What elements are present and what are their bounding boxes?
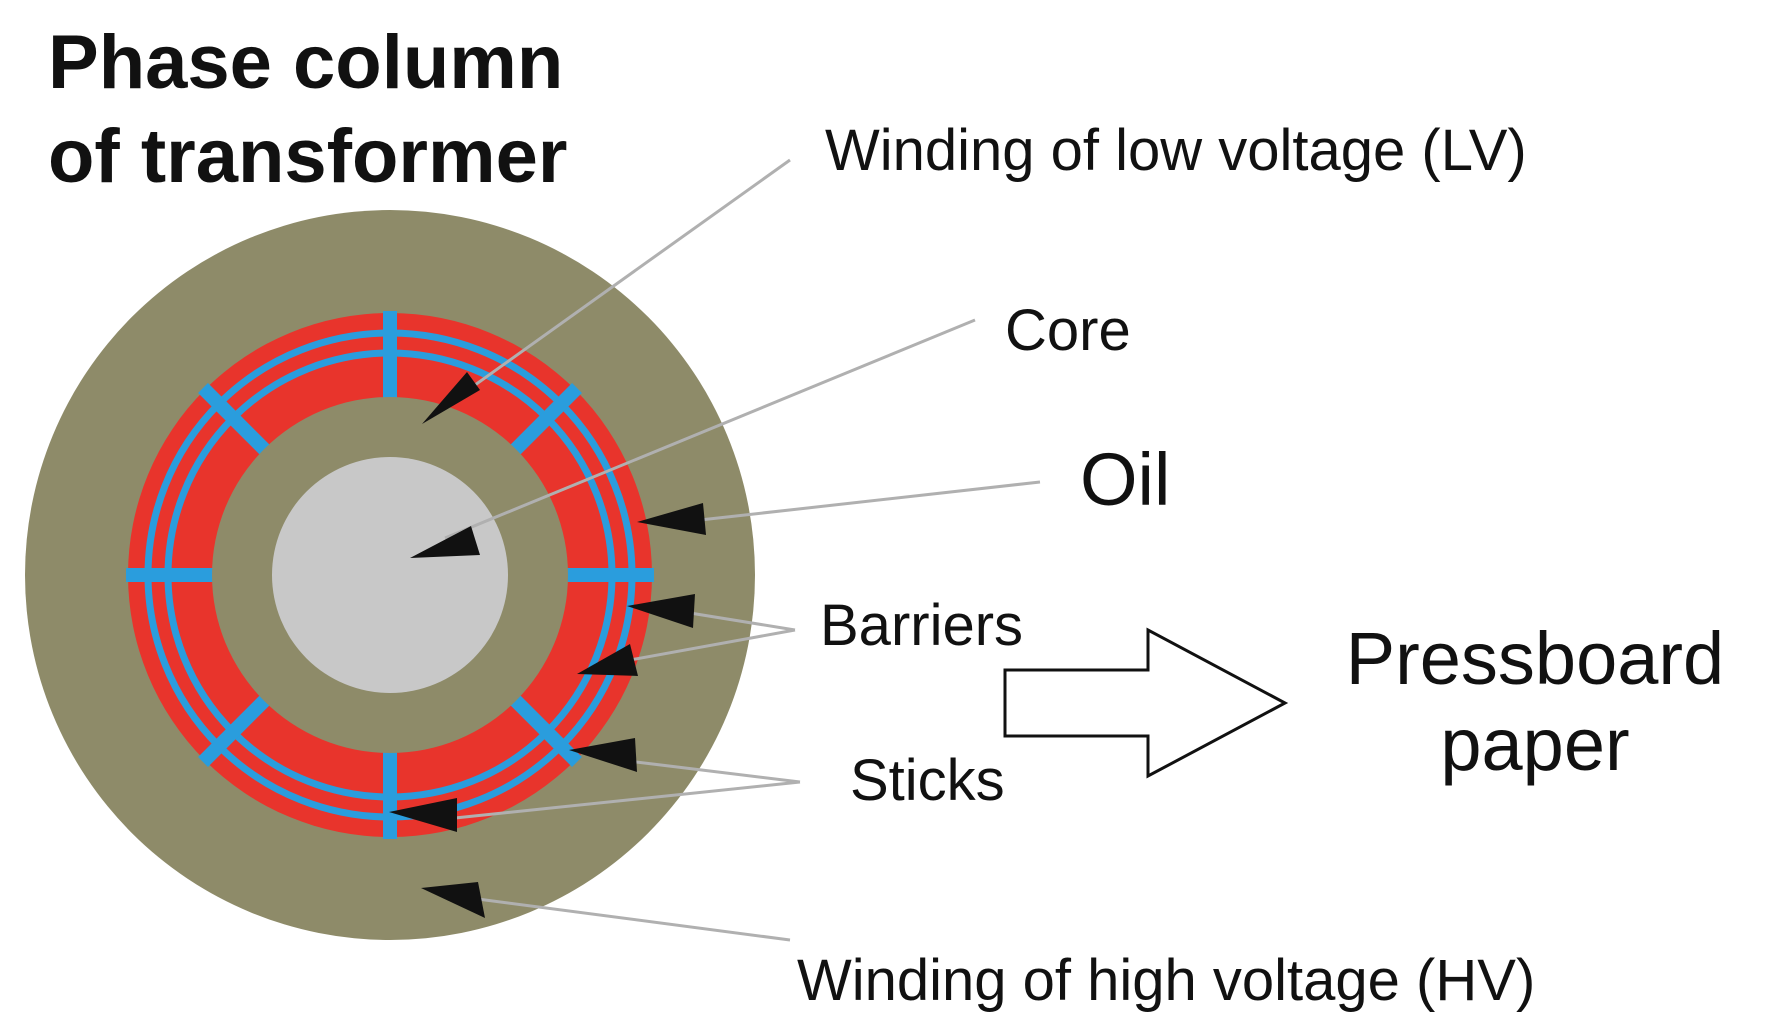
sticks-group <box>126 311 654 839</box>
title-line-1: Phase column <box>48 20 563 105</box>
leader-line-barriers-2 <box>629 628 796 662</box>
label-pressboard-line-1: Pressboard <box>1346 617 1724 700</box>
leader-line-sticks-2 <box>454 780 801 820</box>
leader-line-oil <box>699 480 1041 522</box>
label-core: Core <box>1005 298 1131 363</box>
label-pressboard-line-2: paper <box>1440 703 1629 786</box>
leader-line-barriers-1 <box>689 611 796 632</box>
stick <box>198 383 273 458</box>
label-oil: Oil <box>1080 438 1170 521</box>
leader-line-lv <box>439 158 791 412</box>
core-disk <box>272 457 508 693</box>
phase-column-cross-section <box>25 210 755 940</box>
arrowhead-barriers-2 <box>577 644 638 676</box>
arrowhead-barriers-1 <box>627 594 695 628</box>
leader-line-hv <box>469 896 791 942</box>
arrowhead-sticks-2 <box>389 798 457 832</box>
arrowhead-oil <box>637 503 706 535</box>
arrowhead-sticks-1 <box>569 738 637 772</box>
leader-line-sticks-1 <box>619 758 801 784</box>
title-line-2: of transformer <box>48 114 567 199</box>
label-hv-winding: Winding of high voltage (HV) <box>797 948 1535 1013</box>
leader-line-core <box>444 318 976 540</box>
label-sticks: Sticks <box>850 748 1005 813</box>
stick <box>507 692 582 767</box>
arrowhead-hv <box>421 882 485 918</box>
arrowhead-core <box>410 526 480 558</box>
label-barriers: Barriers <box>820 593 1023 658</box>
arrowheads <box>389 372 706 918</box>
arrowhead-lv <box>422 372 480 424</box>
block-arrow-right <box>1003 627 1289 779</box>
label-lv-winding: Winding of low voltage (LV) <box>825 118 1527 183</box>
stick <box>507 383 582 458</box>
leader-lines <box>439 158 1041 942</box>
stick <box>198 692 273 767</box>
